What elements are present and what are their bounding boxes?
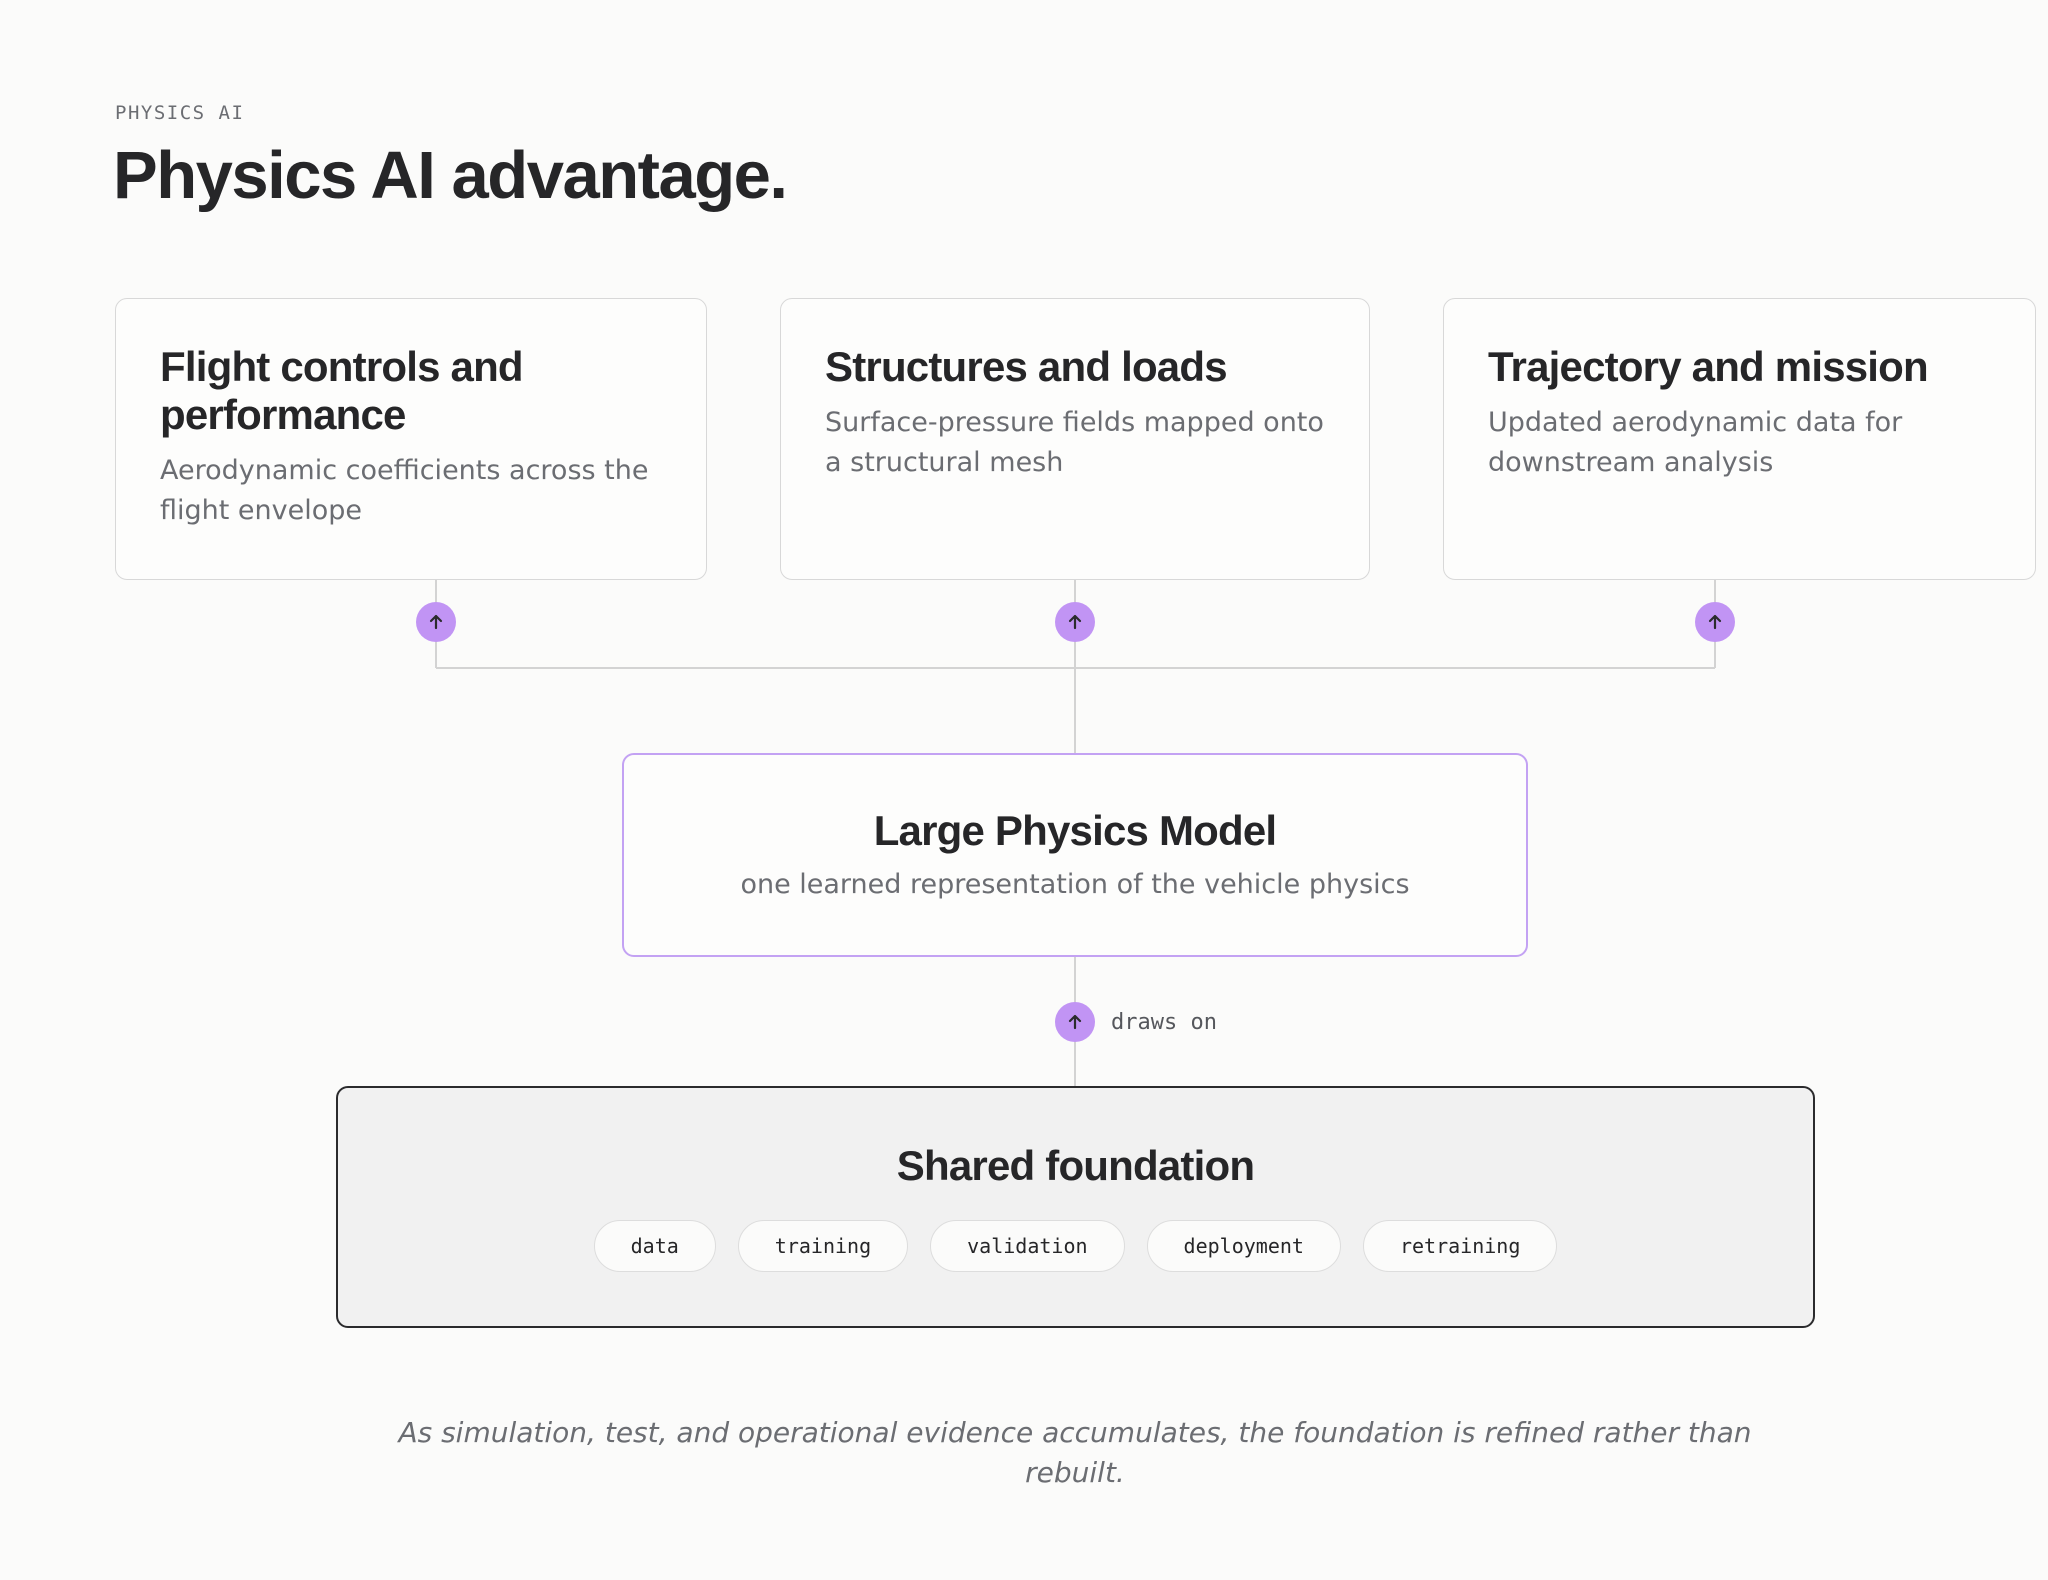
output-card-title: Flight controls and performance <box>160 343 524 438</box>
foundation-title: Shared foundation <box>896 1142 1255 1189</box>
arrow-up-icon <box>416 602 456 642</box>
large-physics-model-card: Large Physics Model one learned represen… <box>622 753 1528 957</box>
stage-pill-retraining: retraining <box>1362 1220 1558 1272</box>
page-title: Physics AI advantage. <box>113 138 788 213</box>
stage-pill-validation: validation <box>930 1220 1125 1272</box>
output-card-description: Aerodynamic coefficients across the flig… <box>160 455 649 526</box>
output-card-trajectory: Trajectory and mission Updated aerodynam… <box>1443 298 2036 580</box>
draws-on-label: draws on <box>1111 1010 1217 1035</box>
output-card-structures: Structures and loads Surface-pressure fi… <box>780 298 1370 580</box>
output-card-description: Updated aerodynamic data for downstream … <box>1488 407 1903 478</box>
eyebrow-label: PHYSICS AI <box>115 102 245 124</box>
output-card-title: Structures and loads <box>825 343 1228 390</box>
shared-foundation-card: Shared foundation data training validati… <box>336 1086 1815 1328</box>
footer-note: As simulation, test, and operational evi… <box>398 1416 1752 1489</box>
arrow-up-icon <box>1695 602 1735 642</box>
output-card-description: Surface-pressure fields mapped onto a st… <box>825 407 1324 478</box>
stage-pill-deployment: deployment <box>1146 1220 1341 1272</box>
foundation-stage-list: data training validation deployment retr… <box>338 1220 1813 1272</box>
arrow-up-icon <box>1055 1002 1095 1042</box>
stage-pill-training: training <box>737 1220 909 1272</box>
output-card-flight-controls: Flight controls and performance Aerodyna… <box>115 298 707 580</box>
output-card-title: Trajectory and mission <box>1488 343 1929 390</box>
stage-pill-data: data <box>593 1220 716 1272</box>
model-title: Large Physics Model <box>873 807 1277 854</box>
model-subtitle: one learned representation of the vehicl… <box>740 869 1410 900</box>
arrow-up-icon <box>1055 602 1095 642</box>
